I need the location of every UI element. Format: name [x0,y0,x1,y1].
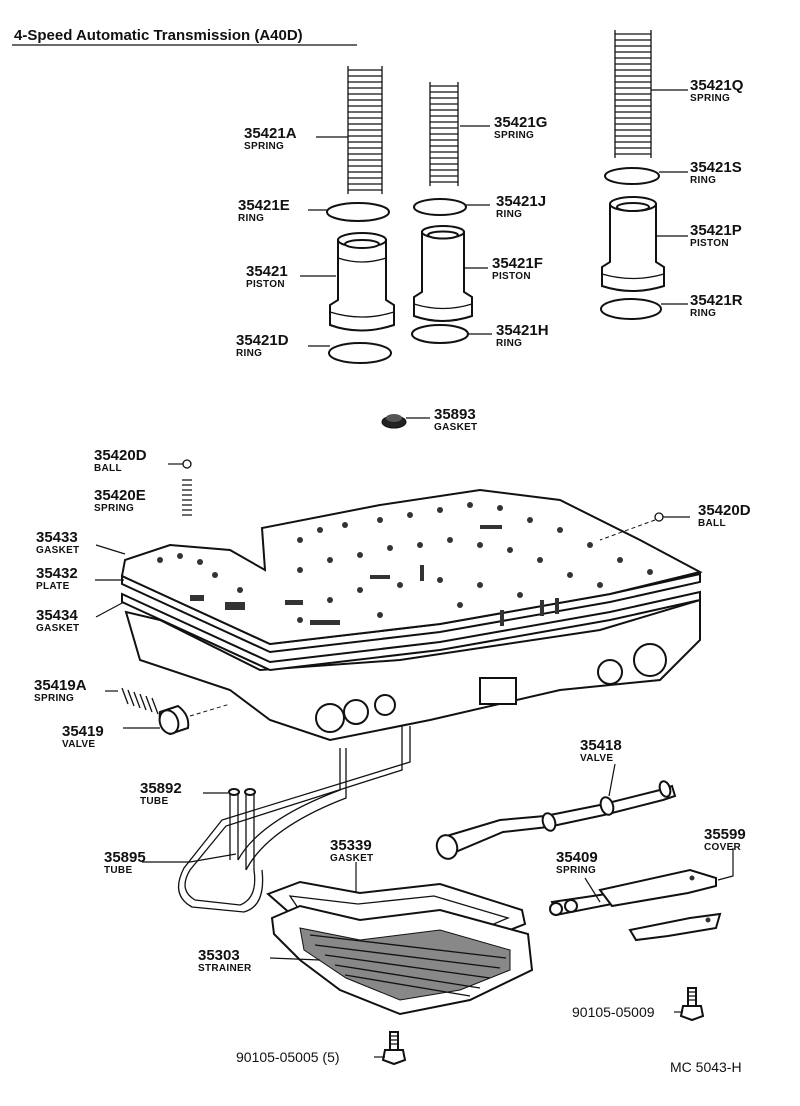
part-number-35599: 35599 [704,826,746,843]
ring-35421d-art [328,342,392,364]
part-number-35420e: 35420E [94,487,146,504]
valve-35418-art [435,780,677,860]
part-name-35433: GASKET [36,545,79,556]
part-number-35419a: 35419A [34,677,87,694]
ball-35420d-left-art [182,459,192,469]
part-number-35893: 35893 [434,406,476,423]
part-name-35421s: RING [690,175,716,186]
part-number-35421: 35421 [246,263,288,280]
part-number-35421d: 35421D [236,332,289,349]
part-name-35419: VALVE [62,739,95,750]
part-labels: 35421ASPRING35421ERING35421PISTON35421DR… [34,77,751,974]
part-name-35421f: PISTON [492,271,531,282]
part-number-35303: 35303 [198,947,240,964]
piston-35421-art [329,232,395,332]
leader-lines [95,89,734,1058]
part-name-35421p: PISTON [690,238,729,249]
part-number-35421f: 35421F [492,255,543,272]
spring-35421q-art [614,30,652,158]
part-name-35421: PISTON [246,279,285,290]
part-name-35421j: RING [496,209,522,220]
part-name-35420d-left: BALL [94,463,122,474]
part-name-35420e: SPRING [94,503,134,514]
part-number-35339: 35339 [330,837,372,854]
part-number-35420d-right: 35420D [698,502,751,519]
bolt-90105-05005-label: 90105-05005 (5) [236,1049,340,1065]
part-number-35421a: 35421A [244,125,297,142]
part-number-35434: 35434 [36,607,78,624]
valve-35419-art [158,704,190,736]
spring-35409-art [549,890,641,917]
part-name-35421q: SPRING [690,93,730,104]
part-name-35432: PLATE [36,581,70,592]
part-number-35421p: 35421P [690,222,742,239]
part-name-35421g: SPRING [494,130,534,141]
part-number-35421j: 35421J [496,193,546,210]
part-name-35893: GASKET [434,422,477,433]
part-name-35419a: SPRING [34,693,74,704]
ring-35421j-art [413,198,467,216]
spring-35419a-art [121,687,159,715]
figure-code: MC 5043-H [670,1059,742,1075]
part-name-35895: TUBE [104,865,132,876]
valve-body-plates-art [120,488,703,742]
bolt-90105-05009-art [679,987,705,1022]
part-name-35599: COVER [704,842,742,853]
piston-35421p-art [601,196,665,292]
part-number-35433: 35433 [36,529,78,546]
part-name-35434: GASKET [36,623,79,634]
ring-35421s-art [604,167,660,185]
part-number-35421h: 35421H [496,322,549,339]
part-number-35418: 35418 [580,737,622,754]
part-number-35421e: 35421E [238,197,290,214]
piston-35421f-art [413,225,473,322]
part-name-35421a: SPRING [244,141,284,152]
part-number-35892: 35892 [140,780,182,797]
part-name-35892: TUBE [140,796,168,807]
diagram-title: 4-Speed Automatic Transmission (A40D) [14,27,303,44]
part-name-35420d-right: BALL [698,518,726,529]
part-name-35421h: RING [496,338,522,349]
part-name-35303: STRAINER [198,963,252,974]
tube-35895-art [177,726,411,913]
part-number-35421q: 35421Q [690,77,744,94]
part-name-35409: SPRING [556,865,596,876]
part-number-35895: 35895 [104,849,146,866]
part-name-35421r: RING [690,308,716,319]
bolt-90105-05009-label: 90105-05009 [572,1004,655,1020]
part-number-35409: 35409 [556,849,598,866]
cover-35599-art [598,868,722,942]
part-name-35418: VALVE [580,753,613,764]
part-number-35432: 35432 [36,565,78,582]
tube-35892-art [228,748,347,871]
part-number-35421r: 35421R [690,292,743,309]
bolt-90105-05005-art [381,1031,407,1066]
strainer-35303-art [270,904,534,1016]
ring-35421h-art [411,324,469,344]
ring-35421e-art [326,202,390,222]
part-number-35419: 35419 [62,723,104,740]
part-name-35339: GASKET [330,853,373,864]
spring-35421a-art [347,66,383,194]
gasket-35893-art [381,414,407,429]
spring-35420e-art [182,479,192,516]
part-number-35421s: 35421S [690,159,742,176]
spring-35421g-art [429,82,459,186]
ring-35421r-art [600,298,662,320]
ball-35420d-right-art [654,512,664,522]
part-name-35421e: RING [238,213,264,224]
part-name-35421d: RING [236,348,262,359]
part-number-35421g: 35421G [494,114,547,131]
part-number-35420d-left: 35420D [94,447,147,464]
